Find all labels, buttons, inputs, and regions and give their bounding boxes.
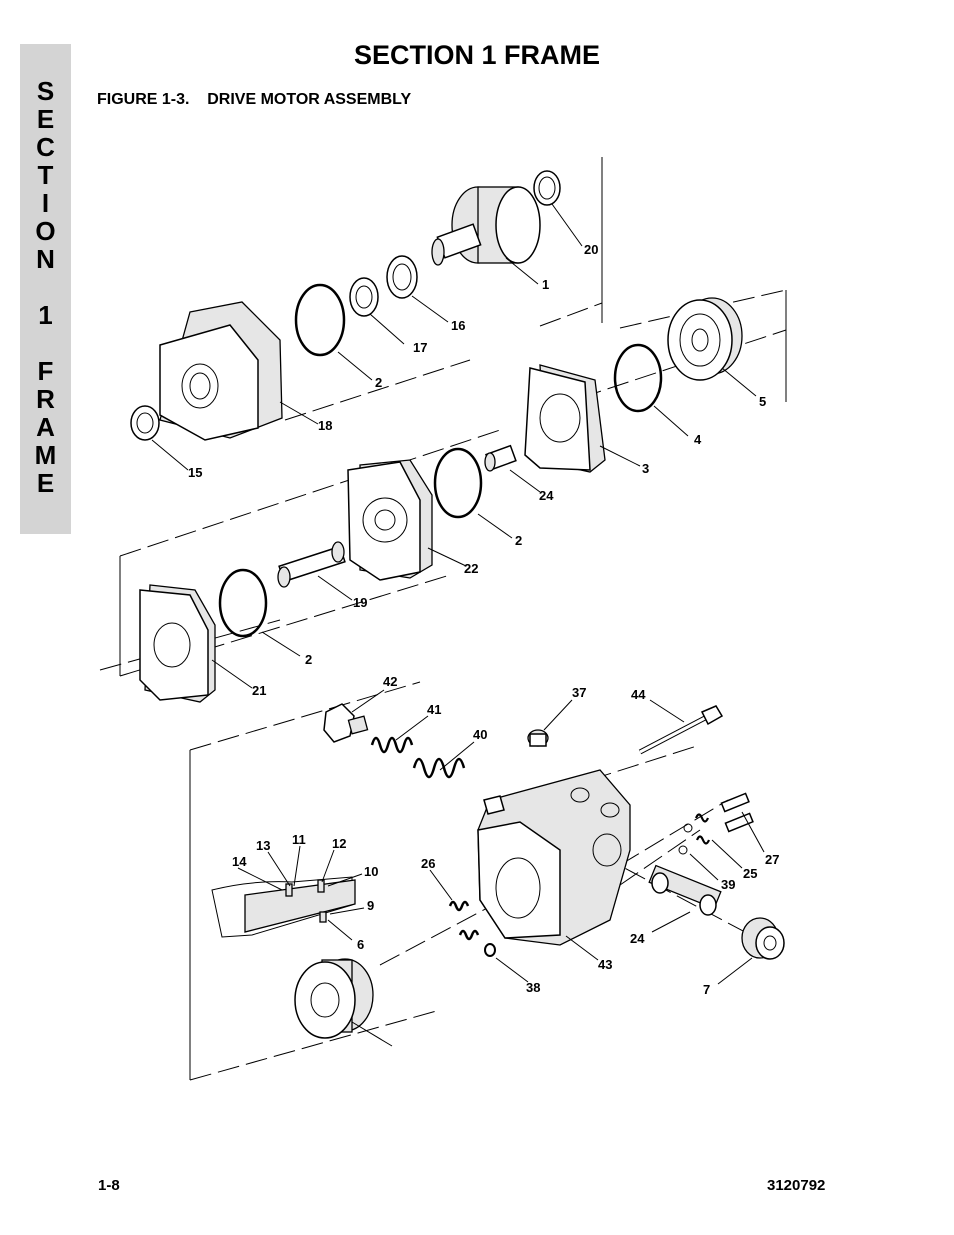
part-6-spring <box>448 900 470 912</box>
part-25-ball <box>678 845 688 855</box>
part-24-valve-body <box>477 769 631 946</box>
callout-9: 6 <box>357 937 364 952</box>
callout-4: 4 <box>694 432 702 447</box>
part-6-spring <box>458 929 480 941</box>
callout-leader-lines <box>151 203 765 1047</box>
part-15-seal <box>130 405 160 441</box>
side-tab-letter: I <box>41 188 50 218</box>
document-number: 3120792 <box>767 1177 826 1194</box>
callout-43: 38 <box>526 980 540 995</box>
part-41-spring <box>370 736 414 754</box>
part-42-plug <box>323 703 369 743</box>
part-25-ball <box>683 823 693 833</box>
side-tab-letter: 1 <box>38 300 53 330</box>
side-tab-letter: N <box>36 244 55 274</box>
part-5-rotor-set <box>667 297 743 381</box>
part-26-screws <box>720 792 754 833</box>
side-tab-letter: A <box>36 412 55 442</box>
part-39-spool <box>648 864 722 916</box>
callout-41: 41 <box>427 702 441 717</box>
callout-24: 24 <box>539 488 554 503</box>
callout-3: 3 <box>642 461 649 476</box>
callout-5: 5 <box>759 394 766 409</box>
part-37-plug <box>527 729 549 747</box>
part-21-end-cover <box>139 584 216 703</box>
part-19-drive-shaft <box>277 541 346 588</box>
side-tab-letter: M <box>34 440 57 470</box>
callout-17: 17 <box>413 340 427 355</box>
part-27-springs <box>694 813 711 845</box>
part-24-drive-link <box>484 444 517 472</box>
part-1-output-shaft <box>431 186 541 266</box>
part-18-housing <box>159 301 283 441</box>
section-title: SECTION 1 FRAME <box>353 40 601 70</box>
callout-10: 9 <box>367 898 374 913</box>
callout-2: 2 <box>515 533 522 548</box>
callout-38: 7 <box>703 982 710 997</box>
callout-25: 39 <box>721 877 735 892</box>
callout-20: 20 <box>584 242 598 257</box>
part-20-seal <box>533 170 561 206</box>
part-3-wear-plate <box>524 364 606 473</box>
part-16-bearing <box>386 255 418 299</box>
callout-39: 24 <box>630 931 645 946</box>
part-spool-detail <box>211 876 356 938</box>
part-2-o-ring <box>294 283 346 357</box>
callout-27: 25 <box>743 866 757 881</box>
assembly-guide-lines <box>99 157 787 1081</box>
part-4-o-ring <box>613 343 663 413</box>
callout-11: 12 <box>332 836 346 851</box>
callout-19: 19 <box>353 595 367 610</box>
callout-21: 21 <box>252 683 266 698</box>
callout-14: 14 <box>232 854 247 869</box>
callout-1: 1 <box>542 277 549 292</box>
callout-2: 2 <box>305 652 312 667</box>
part-43-o-ring <box>484 943 496 957</box>
callout-26: 27 <box>765 852 779 867</box>
part-38-plug <box>741 917 785 960</box>
callout-18: 18 <box>318 418 332 433</box>
callout-2: 2 <box>375 375 382 390</box>
side-tab-letter: O <box>35 216 56 246</box>
callout-24: 43 <box>598 957 612 972</box>
side-tab-letter: C <box>36 132 55 162</box>
part-2-o-ring <box>433 447 483 519</box>
side-tab-letter: E <box>36 468 55 498</box>
callout-22: 22 <box>464 561 478 576</box>
part-2-o-ring <box>218 568 268 638</box>
side-tab-letter: R <box>36 384 55 414</box>
side-tab-letter: S <box>36 76 55 106</box>
callout-16: 16 <box>451 318 465 333</box>
side-tab-letter: E <box>36 104 55 134</box>
callout-14: 11 <box>292 832 306 847</box>
part-40-spring <box>412 757 466 779</box>
callout-44: 44 <box>631 687 646 702</box>
callout-labels: 20 1 16 17 2 18 15 5 4 3 24 2 22 19 2 21… <box>188 242 779 997</box>
callout-37: 37 <box>572 685 586 700</box>
part-7-end-cap <box>294 958 374 1039</box>
part-17-washer <box>349 277 379 317</box>
callout-6: 26 <box>421 856 435 871</box>
part-44-bolt <box>638 705 724 755</box>
side-tab-letter: T <box>37 160 54 190</box>
page-number: 1-8 <box>98 1177 120 1194</box>
callout-13: 13 <box>256 838 270 853</box>
section-side-tab: S E C T I O N 1 F R A M E <box>20 44 71 534</box>
callout-12: 10 <box>364 864 378 879</box>
callout-15: 15 <box>188 465 202 480</box>
side-tab-letter: F <box>37 356 54 386</box>
figure-title: FIGURE 1-3. DRIVE MOTOR ASSEMBLY <box>97 91 412 108</box>
callout-40: 40 <box>473 727 487 742</box>
callout-42: 42 <box>383 674 397 689</box>
part-22-manifold <box>347 459 433 581</box>
